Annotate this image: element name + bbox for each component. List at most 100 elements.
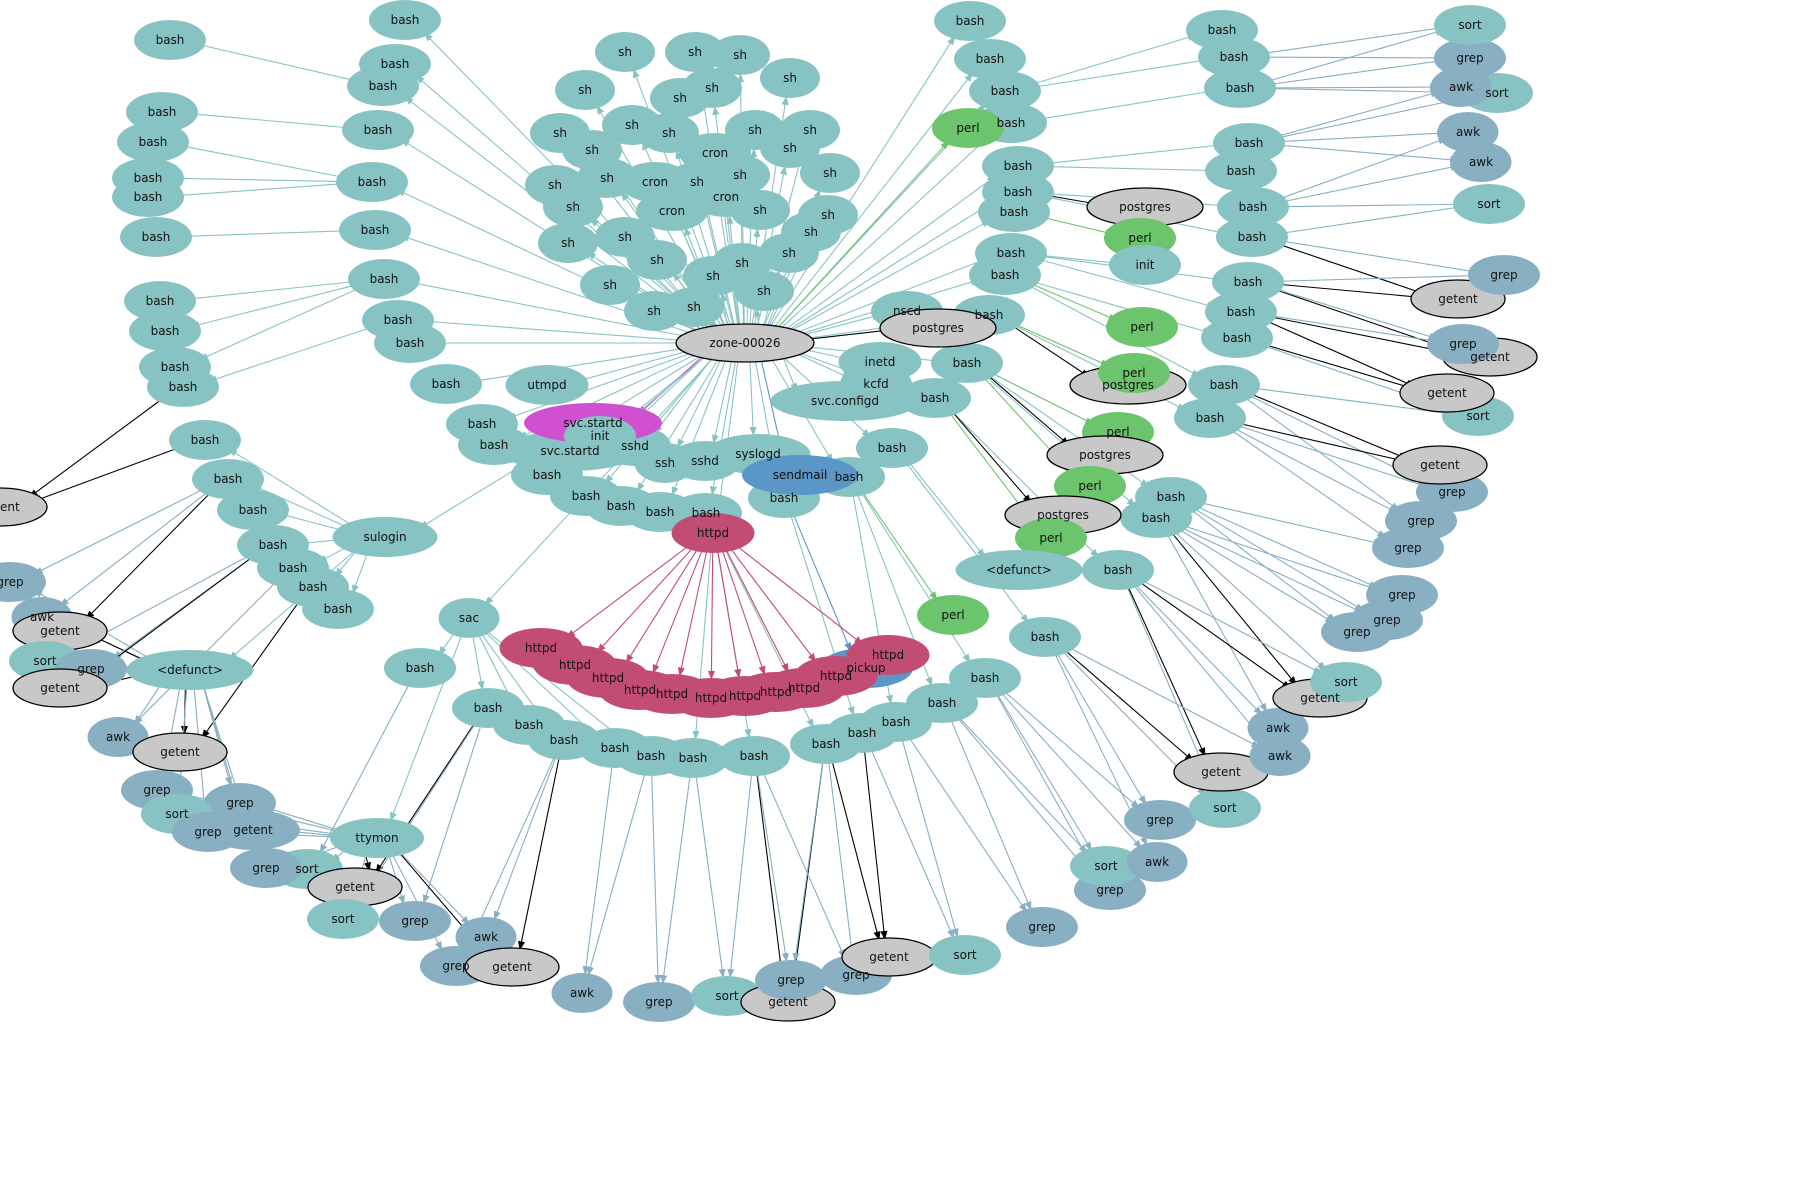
node-perl-shape[interactable]: [917, 595, 989, 635]
node-awk-shape[interactable]: [1450, 142, 1512, 182]
node-bash-shape[interactable]: [112, 177, 184, 217]
node-sh-shape[interactable]: [555, 70, 615, 110]
node-ttymon-shape[interactable]: [330, 818, 424, 858]
node-bash-shape[interactable]: [410, 364, 482, 404]
node-sort-shape[interactable]: [1434, 5, 1506, 45]
node-bash-shape[interactable]: [1213, 123, 1285, 163]
node-bash-shape[interactable]: [384, 648, 456, 688]
node-perl-shape[interactable]: [1015, 518, 1087, 558]
node-grep-shape[interactable]: [1385, 501, 1457, 541]
node-bash-shape[interactable]: [1212, 262, 1284, 302]
node-bash-shape[interactable]: [126, 92, 198, 132]
node-bash-shape[interactable]: [217, 490, 289, 530]
node-awk-shape[interactable]: [1126, 842, 1188, 882]
node-awk-shape[interactable]: [87, 717, 149, 757]
node-getent-shape[interactable]: [464, 947, 560, 987]
node-bash-shape[interactable]: [931, 343, 1003, 383]
node-bash-shape[interactable]: [899, 378, 971, 418]
node-bash-shape[interactable]: [117, 122, 189, 162]
node-getent-shape[interactable]: [206, 810, 300, 850]
node-sh-shape[interactable]: [543, 187, 603, 227]
node-grep-shape[interactable]: [379, 901, 451, 941]
node-sh-shape[interactable]: [665, 32, 725, 72]
node-bash-shape[interactable]: [1204, 68, 1276, 108]
node-awk-shape[interactable]: [455, 917, 517, 957]
node-bash-shape[interactable]: [347, 66, 419, 106]
node-sort-shape[interactable]: [1310, 662, 1382, 702]
node-grep-shape[interactable]: [1006, 907, 1078, 947]
node-awk-shape[interactable]: [1247, 708, 1309, 748]
node-bash-shape[interactable]: [342, 110, 414, 150]
node-bash-shape[interactable]: [969, 71, 1041, 111]
node-getent-shape[interactable]: [0, 487, 48, 527]
node-postgres-shape[interactable]: [879, 308, 997, 348]
node-bash-shape[interactable]: [934, 1, 1006, 41]
node-sort-shape[interactable]: [1453, 184, 1525, 224]
node-bash-shape[interactable]: [949, 658, 1021, 698]
node-bash-shape[interactable]: [339, 210, 411, 250]
node-bash-shape[interactable]: [1009, 617, 1081, 657]
node-sort-shape[interactable]: [929, 935, 1001, 975]
node-bash-shape[interactable]: [1205, 292, 1277, 332]
node-getent-shape[interactable]: [12, 668, 108, 708]
node-bash-shape[interactable]: [657, 738, 729, 778]
node-sh-shape[interactable]: [650, 78, 710, 118]
node-grep-shape[interactable]: [755, 960, 827, 1000]
node-bash-shape[interactable]: [302, 589, 374, 629]
node-init-shape[interactable]: [1109, 245, 1181, 285]
node-sh-shape[interactable]: [710, 35, 770, 75]
node-sh-shape[interactable]: [759, 233, 819, 273]
node-bash-shape[interactable]: [982, 146, 1054, 186]
node-sh-shape[interactable]: [664, 287, 724, 327]
node-grep-shape[interactable]: [1124, 800, 1196, 840]
node-bash-shape[interactable]: [975, 233, 1047, 273]
node-sendmail-shape[interactable]: [742, 455, 858, 495]
node-sh-shape[interactable]: [683, 256, 743, 296]
node-bash-shape[interactable]: [1082, 550, 1154, 590]
node-grep-shape[interactable]: [623, 982, 695, 1022]
node-grep-shape[interactable]: [230, 848, 302, 888]
node-bash-shape[interactable]: [954, 39, 1026, 79]
node-sh-shape[interactable]: [730, 190, 790, 230]
node-bash-shape[interactable]: [374, 323, 446, 363]
node-bash-shape[interactable]: [124, 281, 196, 321]
node-bash-shape[interactable]: [856, 428, 928, 468]
node-bash-shape[interactable]: [147, 367, 219, 407]
node-sh-shape[interactable]: [734, 271, 794, 311]
node-perl-shape[interactable]: [1106, 307, 1178, 347]
node-init-shape[interactable]: [564, 416, 636, 456]
node-bash-shape[interactable]: [169, 420, 241, 460]
node-bash-shape[interactable]: [1217, 187, 1289, 227]
node-sulogin-shape[interactable]: [332, 517, 438, 557]
node-getent-shape[interactable]: [1392, 445, 1488, 485]
node-sh-shape[interactable]: [627, 240, 687, 280]
node-grep-shape[interactable]: [1366, 575, 1438, 615]
node-inetd-shape[interactable]: [838, 342, 922, 382]
node-defunct-shape[interactable]: [955, 550, 1083, 590]
node-perl-shape[interactable]: [932, 108, 1004, 148]
node-awk-shape[interactable]: [1437, 112, 1499, 152]
node-grep-shape[interactable]: [1427, 324, 1499, 364]
node-grep-shape[interactable]: [1434, 38, 1506, 78]
node-bash-shape[interactable]: [718, 736, 790, 776]
node-cron-shape[interactable]: [636, 191, 708, 231]
node-bash-shape[interactable]: [129, 311, 201, 351]
node-bash-shape[interactable]: [1216, 217, 1288, 257]
node-sh-shape[interactable]: [800, 153, 860, 193]
node-utmpd-shape[interactable]: [505, 365, 589, 405]
node-sh-shape[interactable]: [760, 58, 820, 98]
node-defunct-shape[interactable]: [126, 650, 254, 690]
node-bash-shape[interactable]: [1135, 477, 1207, 517]
node-sh-shape[interactable]: [780, 110, 840, 150]
node-bash-shape[interactable]: [1174, 398, 1246, 438]
node-bash-shape[interactable]: [120, 217, 192, 257]
node-httpd-shape[interactable]: [846, 635, 930, 675]
node-grep-shape[interactable]: [0, 562, 46, 602]
node-bash-shape[interactable]: [348, 259, 420, 299]
node-getent-shape[interactable]: [1399, 373, 1495, 413]
node-getent-shape[interactable]: [132, 732, 228, 772]
node-sac-shape[interactable]: [438, 598, 500, 638]
node-bash-shape[interactable]: [369, 0, 441, 40]
node-sort-shape[interactable]: [1189, 788, 1261, 828]
node-zone00026-shape[interactable]: [675, 323, 815, 363]
